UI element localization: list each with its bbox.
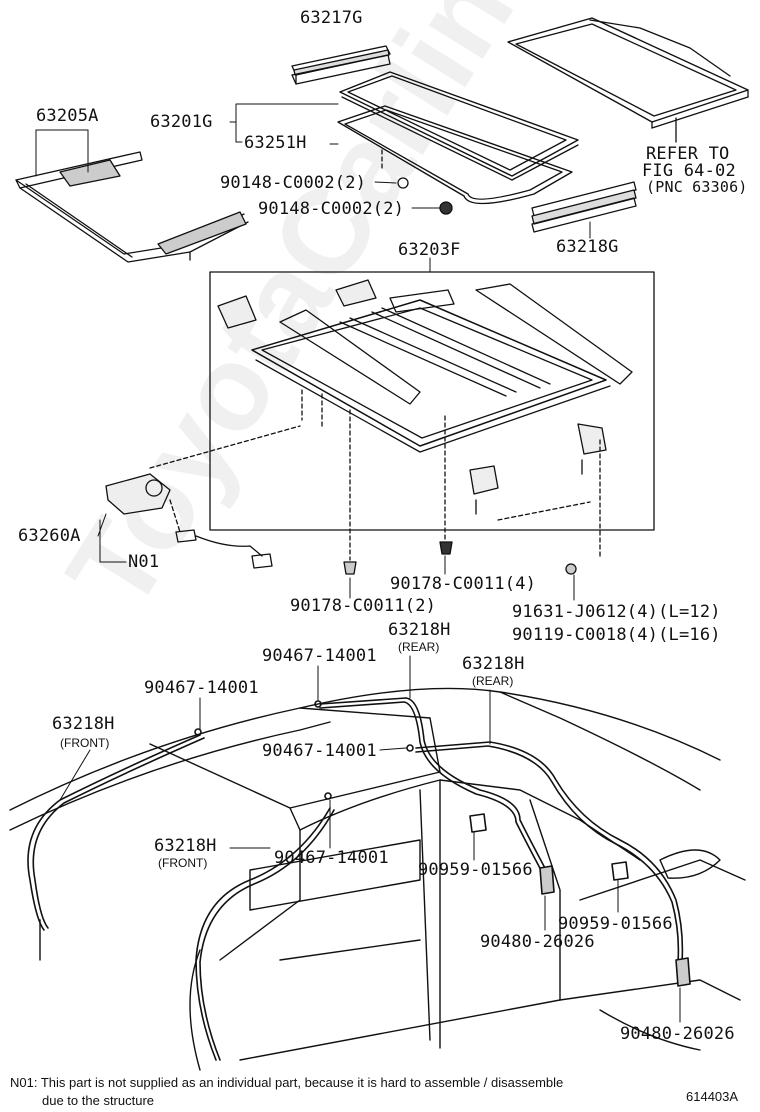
figure-code: 614403A bbox=[686, 1089, 739, 1104]
part-63260A-motor-drawing bbox=[105, 473, 273, 569]
label-90467-d: 90467-14001 bbox=[274, 848, 389, 868]
part-63251H-seal-drawing bbox=[337, 105, 573, 205]
car-body-drawing bbox=[9, 687, 746, 1071]
label-90480-a: 90480-26026 bbox=[480, 932, 595, 952]
label-front-1: (FRONT) bbox=[60, 736, 110, 750]
label-90959-a: 90959-01566 bbox=[418, 860, 533, 880]
label-63203F: 63203F bbox=[398, 240, 461, 260]
footnote-line1: N01: This part is not supplied as an ind… bbox=[10, 1075, 564, 1090]
label-63218H-front-1: 63218H bbox=[52, 714, 115, 734]
hose-leader-lines bbox=[59, 655, 681, 1023]
label-front-2: (FRONT) bbox=[158, 856, 208, 870]
label-63218H-rear-1: 63218H bbox=[388, 620, 451, 640]
footnote-line2: due to the structure bbox=[42, 1093, 155, 1108]
label-refer-line1: REFER TO bbox=[646, 144, 730, 164]
clip-90148-drawing bbox=[381, 149, 453, 215]
grommet-drawing bbox=[343, 541, 577, 575]
label-90178-b: 90178-C0011(2) bbox=[290, 596, 437, 616]
label-90467-b: 90467-14001 bbox=[144, 678, 259, 698]
label-90467-a: 90467-14001 bbox=[262, 646, 377, 666]
label-63218H-rear-2: 63218H bbox=[462, 654, 525, 674]
label-N01: N01 bbox=[128, 552, 160, 572]
label-90119: 90119-C0018(4)(L=16) bbox=[512, 625, 721, 645]
part-63203F-frame-drawing bbox=[149, 279, 633, 561]
part-63201G-glass-drawing bbox=[339, 71, 579, 181]
leader-lines bbox=[35, 103, 677, 601]
label-90178-a: 90178-C0011(4) bbox=[390, 574, 537, 594]
label-rear-2: (REAR) bbox=[472, 674, 514, 688]
label-90480-b: 90480-26026 bbox=[620, 1024, 735, 1044]
label-90467-c: 90467-14001 bbox=[262, 741, 377, 761]
label-90148-a: 90148-C0002(2) bbox=[220, 173, 367, 193]
part-63217G-drawing bbox=[291, 45, 391, 85]
label-63217G: 63217G bbox=[300, 8, 363, 28]
part-63205A-drawing bbox=[15, 151, 249, 263]
label-63251H: 63251H bbox=[244, 133, 307, 153]
label-90959-b: 90959-01566 bbox=[558, 914, 673, 934]
label-63260A: 63260A bbox=[18, 526, 81, 546]
label-rear-1: (REAR) bbox=[398, 640, 440, 654]
part-63203F-box bbox=[209, 271, 655, 531]
label-91631: 91631-J0612(4)(L=12) bbox=[512, 602, 721, 622]
label-63201G: 63201G bbox=[150, 112, 213, 132]
sunshade-panel-drawing bbox=[507, 17, 749, 143]
drain-hose-drawing bbox=[27, 697, 691, 1061]
label-63218G: 63218G bbox=[556, 237, 619, 257]
label-refer-line2: FIG 64-02 bbox=[642, 161, 736, 181]
part-63218G-drawing bbox=[531, 181, 637, 233]
label-90148-b: 90148-C0002(2) bbox=[258, 199, 405, 219]
label-refer-line3: (PNC 63306) bbox=[646, 178, 748, 196]
label-63218H-front-2: 63218H bbox=[154, 836, 217, 856]
label-63205A: 63205A bbox=[36, 106, 99, 126]
